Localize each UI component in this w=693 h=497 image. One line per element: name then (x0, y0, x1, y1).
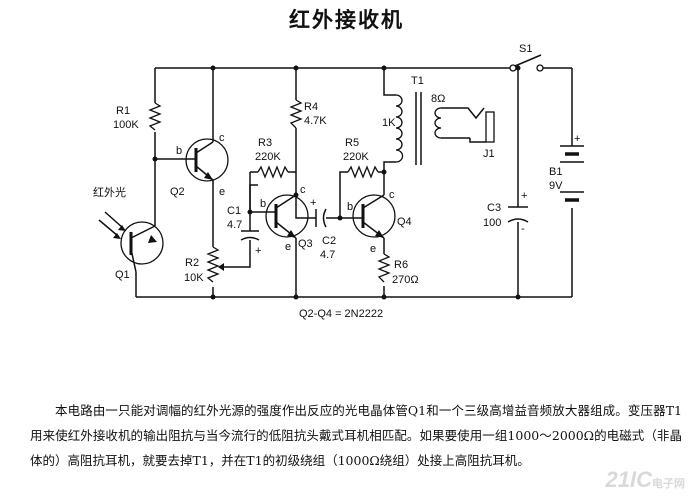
watermark-subtext: 电子网 (652, 478, 685, 490)
r3-value: 220K (255, 151, 281, 163)
c1-plus: + (255, 245, 261, 257)
resistor-r1: R1 100K (113, 102, 162, 131)
circuit-description: 本电路由一只能对调幅的红外光源的强度作出反应的光电晶体管Q1和一个三级高增益音频… (30, 403, 682, 468)
potentiometer-r2: R2 10K (184, 246, 224, 284)
r4-label: R4 (304, 101, 318, 113)
c2-plus: + (310, 197, 316, 209)
resistor-r4: R4 4.7K (289, 99, 327, 129)
t1-secondary-value: 8Ω (431, 93, 445, 105)
c3-minus: - (521, 223, 525, 235)
capacitor-c2: + C2 4.7 (310, 197, 336, 261)
q1-label: Q1 (115, 269, 130, 281)
t1-primary-value: 1K (382, 117, 396, 129)
q3-pin-c: c (300, 184, 306, 196)
b1-value: 9V (549, 180, 563, 192)
watermark-text: 21IC (605, 467, 652, 492)
transistor-q2: b c e Q2 (170, 132, 229, 198)
battery-plus: + (574, 133, 580, 145)
q3-label: Q3 (298, 238, 313, 250)
c1-value: 4.7 (227, 219, 242, 231)
q4-pin-b: b (347, 201, 353, 213)
r2-value: 10K (184, 272, 204, 284)
j1-label: J1 (483, 148, 495, 160)
transistor-type-note: Q2-Q4 = 2N2222 (299, 308, 383, 320)
c2-value: 4.7 (320, 249, 335, 261)
transformer-t1: T1 1K 8Ω (382, 75, 445, 165)
r6-label: R6 (394, 259, 408, 271)
resistor-r6: R6 270Ω (377, 253, 419, 286)
r6-value: 270Ω (392, 274, 419, 286)
b1-label: B1 (549, 166, 562, 178)
transistor-q4: b c e Q4 (347, 189, 412, 255)
r5-value: 220K (343, 151, 369, 163)
battery-b1: + B1 9V (549, 133, 584, 202)
q4-pin-c: c (389, 189, 395, 201)
c3-plus: + (521, 190, 527, 202)
q2-pin-c: c (219, 132, 225, 144)
watermark: 21IC电子网 (606, 467, 685, 493)
r4-value: 4.7K (304, 115, 327, 127)
capacitor-c3: + - C3 100 (483, 190, 529, 235)
resistor-r5: R5 220K (343, 137, 379, 179)
c2-label: C2 (322, 235, 336, 247)
q2-pin-e: e (219, 186, 225, 198)
r2-label: R2 (185, 257, 199, 269)
q4-pin-e: e (370, 243, 376, 255)
wiring (135, 67, 573, 298)
q2-pin-b: b (176, 145, 182, 157)
r1-value: 100K (113, 119, 139, 131)
diagram-title: 红外接收机 (289, 8, 404, 32)
r1-label: R1 (116, 105, 130, 117)
c3-value: 100 (483, 217, 501, 229)
q4-label: Q4 (397, 216, 412, 228)
q3-pin-b: b (260, 198, 266, 210)
ir-light-label: 红外光 (93, 185, 126, 199)
transistor-q3: b c e Q3 (260, 184, 313, 253)
s1-label: S1 (519, 43, 532, 55)
c3-label: C3 (487, 202, 501, 214)
junction-dots (152, 65, 521, 300)
switch-s1: S1 (509, 43, 544, 72)
resistor-r3: R3 220K (255, 137, 289, 179)
t1-label: T1 (411, 75, 424, 87)
q3-pin-e: e (285, 241, 291, 253)
r5-label: R5 (345, 137, 359, 149)
q2-label: Q2 (170, 186, 185, 198)
circuit-schematic: R1 100K R4 4.7K R3 220K R5 220K R6 270Ω … (93, 43, 584, 320)
phototransistor-q1: 红外光 Q1 (93, 185, 164, 281)
capacitor-c1: C1 4.7 + (227, 205, 261, 257)
c1-label: C1 (227, 205, 241, 217)
headphone-jack-j1: J1 (441, 107, 495, 160)
r3-label: R3 (258, 137, 272, 149)
